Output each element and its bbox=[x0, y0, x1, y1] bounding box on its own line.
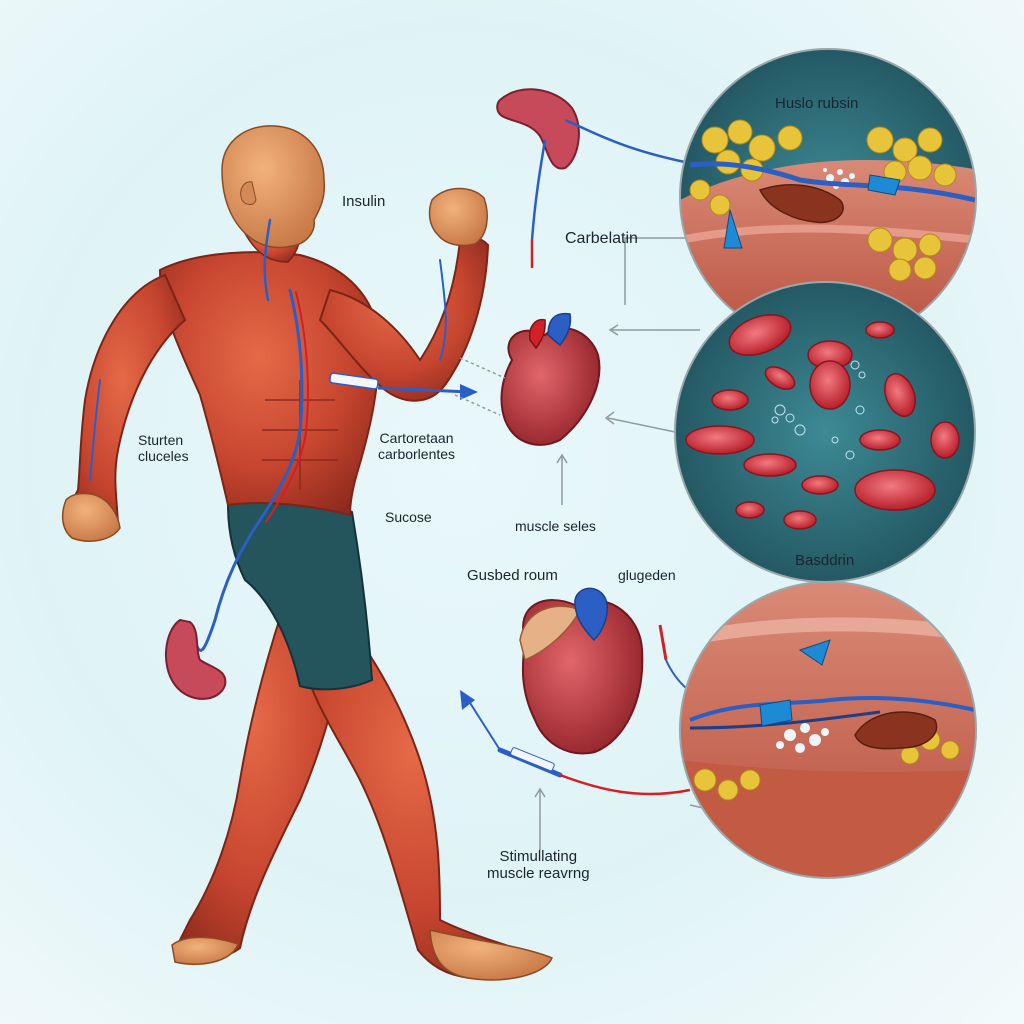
label-basddrin: Basddrin bbox=[795, 552, 855, 569]
kidney-icon bbox=[164, 618, 227, 700]
head bbox=[221, 125, 326, 249]
label-glugeden: glugeden bbox=[618, 567, 676, 583]
top-kidney-group bbox=[496, 88, 701, 268]
abdomen-syringe-icon bbox=[329, 372, 478, 400]
label-huslo-rubsin: Huslo rubsin bbox=[775, 95, 859, 112]
top-circle-vessel bbox=[689, 161, 976, 203]
kidney-vessel-down bbox=[530, 139, 547, 241]
lower-syringe-icon bbox=[460, 690, 691, 796]
label-stimulating: Stimullating muscle reavrng bbox=[487, 848, 590, 883]
label-sucose: Sucose bbox=[385, 509, 432, 525]
pulmonary bbox=[528, 318, 546, 350]
label-carbelatin: Carbelatin bbox=[565, 230, 638, 247]
shorts bbox=[226, 498, 374, 691]
label-stim-line1: Stimullating bbox=[499, 848, 578, 865]
label-sturten-line1: Sturten bbox=[138, 432, 184, 448]
zoom-inset-circle bbox=[674, 281, 976, 583]
ear bbox=[240, 181, 257, 205]
raised-fist bbox=[428, 187, 488, 247]
label-carbohydrates: Cartoretaan carborlentes bbox=[378, 430, 455, 462]
label-insulin: Insulin bbox=[342, 193, 386, 210]
label-carb-line1: Cartoretaan bbox=[379, 430, 454, 446]
bubbles bbox=[771, 360, 866, 460]
zoom-inset-circle bbox=[679, 48, 977, 346]
label-carb-line2: carborlentes bbox=[378, 446, 456, 463]
front-arm bbox=[318, 236, 490, 402]
fat-globules bbox=[689, 119, 957, 282]
kidney-icon bbox=[496, 88, 580, 170]
heart-body bbox=[500, 326, 601, 446]
front-foot bbox=[429, 929, 553, 981]
kidney-vessel bbox=[564, 118, 701, 167]
aorta bbox=[547, 312, 572, 347]
label-gusbed-roum: Gusbed roum bbox=[467, 567, 558, 584]
injector-syringe-icon bbox=[658, 624, 668, 661]
label-sturten-line2: cluceles bbox=[138, 448, 189, 465]
bottom-circle-vessel bbox=[689, 696, 976, 722]
back-foot bbox=[171, 936, 239, 965]
fat-globules bbox=[693, 729, 960, 801]
human-figure bbox=[61, 125, 553, 981]
heart-icon bbox=[500, 312, 601, 446]
label-sturten-cluceles: Sturten cluceles bbox=[138, 432, 189, 464]
aorta-large bbox=[574, 587, 608, 642]
heart-icon bbox=[519, 587, 741, 755]
zoom-inset-circle bbox=[679, 581, 977, 879]
body-vessels bbox=[89, 218, 447, 652]
back-hand bbox=[61, 492, 121, 542]
label-stim-line2: muscle reavrng bbox=[487, 865, 590, 883]
label-muscle-seles: muscle seles bbox=[515, 518, 596, 534]
crystals bbox=[776, 723, 829, 753]
